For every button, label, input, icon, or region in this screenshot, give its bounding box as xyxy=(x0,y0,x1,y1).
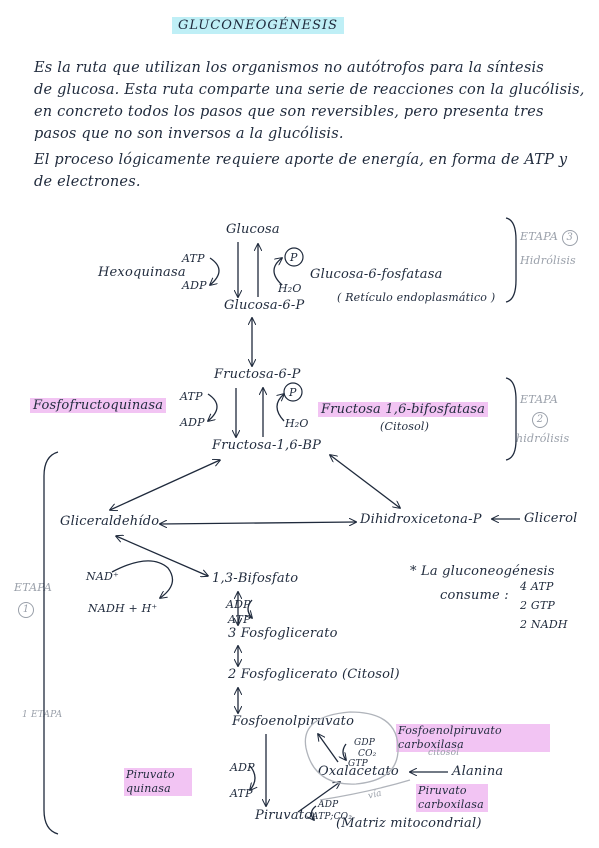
etapa-2-label: ETAPA xyxy=(520,393,559,406)
arrow-p-h2o-2 xyxy=(277,394,284,422)
nadh: NADH + H⁺ xyxy=(88,602,158,615)
piruvato: Piruvato xyxy=(255,808,313,823)
brace-stage-1 xyxy=(43,451,59,835)
etapa-3-label: ETAPA 3 xyxy=(520,230,578,246)
phosphate-stage2: P xyxy=(289,386,297,399)
brace-stage-2 xyxy=(505,377,517,461)
page-title: GLUCONEOGÉNESIS xyxy=(172,17,345,34)
adp-stage2: ADP xyxy=(180,416,205,429)
intro-line-4: pasos que no son inversos a la glucólisi… xyxy=(34,126,344,142)
hexoquinasa: Hexoquinasa xyxy=(98,265,186,280)
arrow-gdp-gtp xyxy=(343,743,346,760)
oxalacetato: Oxalacetato xyxy=(318,764,399,779)
arrow-atp-adp-2 xyxy=(208,393,218,421)
fructosa-1-6-bp: Fructosa-1,6-BP xyxy=(212,438,322,453)
arrow-adp-atp-mid xyxy=(248,599,252,618)
fructosa-bifosfatasa: Fructosa 1,6-bifosfatasa xyxy=(318,402,489,417)
atp-stage2: ATP xyxy=(180,390,203,403)
hidrolisis-3: Hidrólisis xyxy=(520,254,576,267)
arrow-nad-nadh xyxy=(111,560,174,598)
intro-line-1: Es la ruta que utilizan los organismos n… xyxy=(34,60,544,76)
3-fosfoglicerato: 3 Fosfoglicerato xyxy=(228,626,338,641)
arrow-to-gliceraldehido xyxy=(110,460,220,510)
arrow-triose-isomerase xyxy=(160,522,356,524)
etapa-1-number: 1 xyxy=(18,602,34,618)
arrow-to-bifosfato xyxy=(116,536,208,576)
piruvato-quinasa: Piruvato quinasa xyxy=(124,768,192,796)
citosol-stage1: citosol xyxy=(428,748,460,758)
pepck: Fosfoenolpiruvato carboxilasa xyxy=(396,724,550,752)
gliceraldehido: Gliceraldehído xyxy=(60,514,160,529)
adp-stage1: ADP xyxy=(230,761,255,774)
intro-line-3: en concreto todos los pasos que son reve… xyxy=(34,104,544,120)
arrow-piruvato-oxalacetato xyxy=(297,782,340,813)
intro-line-2: de glucosa. Esta ruta comparte una serie… xyxy=(34,82,585,98)
atp-stage3: ATP xyxy=(182,252,205,265)
glucosa-6-fosfatasa: Glucosa-6-fosfatasa xyxy=(310,267,443,282)
alanina: Alanina xyxy=(452,764,504,779)
adp-stage1-b: ADP xyxy=(318,800,339,810)
phosphate-stage3: P xyxy=(290,251,298,264)
fructosa-6-p: Fructosa-6-P xyxy=(214,367,301,382)
via-line xyxy=(319,779,411,801)
atp-stage1: ATP xyxy=(230,787,253,800)
note-line-1: * La gluconeogénesis xyxy=(410,564,555,579)
bifosfato: 1,3-Bifosfato xyxy=(212,571,299,586)
etapa-1-label: ETAPA xyxy=(14,581,53,594)
fosfofructoquinasa: Fosfofructoquinasa xyxy=(30,398,167,413)
phosphate-circle-3 xyxy=(284,247,304,267)
note-nadh: 2 NADH xyxy=(520,618,568,631)
note-atp: 4 ATP xyxy=(520,580,554,593)
arrow-oxalacetato-pep xyxy=(318,734,339,763)
brace-stage-3 xyxy=(505,217,517,303)
dihidroxicetona-p: Dihidroxicetona-P xyxy=(360,512,482,527)
glucosa: Glucosa xyxy=(226,222,280,237)
arrow-atp-adp-3 xyxy=(210,257,220,285)
phosphate-circle-2 xyxy=(283,382,303,402)
intro-line-6: de electrones. xyxy=(34,174,141,190)
intro-line-5: El proceso lógicamente requiere aporte d… xyxy=(34,152,568,168)
atp-co2: ATP;CO₂ xyxy=(312,812,353,822)
h2o-stage3: H₂O xyxy=(278,282,302,295)
piruvato-carboxilasa: Piruvato carboxilasa xyxy=(416,784,488,812)
note-gtp: 2 GTP xyxy=(520,599,556,612)
arrow-p-h2o-3 xyxy=(273,258,282,286)
gtp: GTP xyxy=(348,759,368,769)
mitochondria-outline xyxy=(304,711,399,785)
h2o-stage2: H₂O xyxy=(285,417,309,430)
matriz-mitocondrial: (Matriz mitocondrial) xyxy=(336,816,482,831)
arrow-adp-atp-pk xyxy=(250,765,255,790)
note-consume: consume : xyxy=(440,588,509,603)
arrow-adp-atp-pc xyxy=(311,805,317,820)
etapa-2-number: 2 xyxy=(532,412,548,428)
hidrolisis-2: hidrólisis xyxy=(516,432,570,445)
reticulo-endoplasmatico: ( Retículo endoplasmático ) xyxy=(337,291,496,304)
co2-top: CO₂ xyxy=(358,749,377,759)
citosol-stage2: (Citosol) xyxy=(380,420,430,433)
etapa-1-faint: 1 ETAPA xyxy=(22,710,63,720)
gdp: GDP xyxy=(354,738,376,748)
glucosa-6-p: Glucosa-6-P xyxy=(224,298,305,313)
arrow-to-dihidroxicetona xyxy=(330,455,400,508)
adp-stage3: ADP xyxy=(182,279,207,292)
2-fosfoglicerato: 2 Fosfoglicerato (Citosol) xyxy=(228,667,400,682)
nad-plus: NAD⁺ xyxy=(86,570,119,583)
glicerol: Glicerol xyxy=(524,511,578,526)
